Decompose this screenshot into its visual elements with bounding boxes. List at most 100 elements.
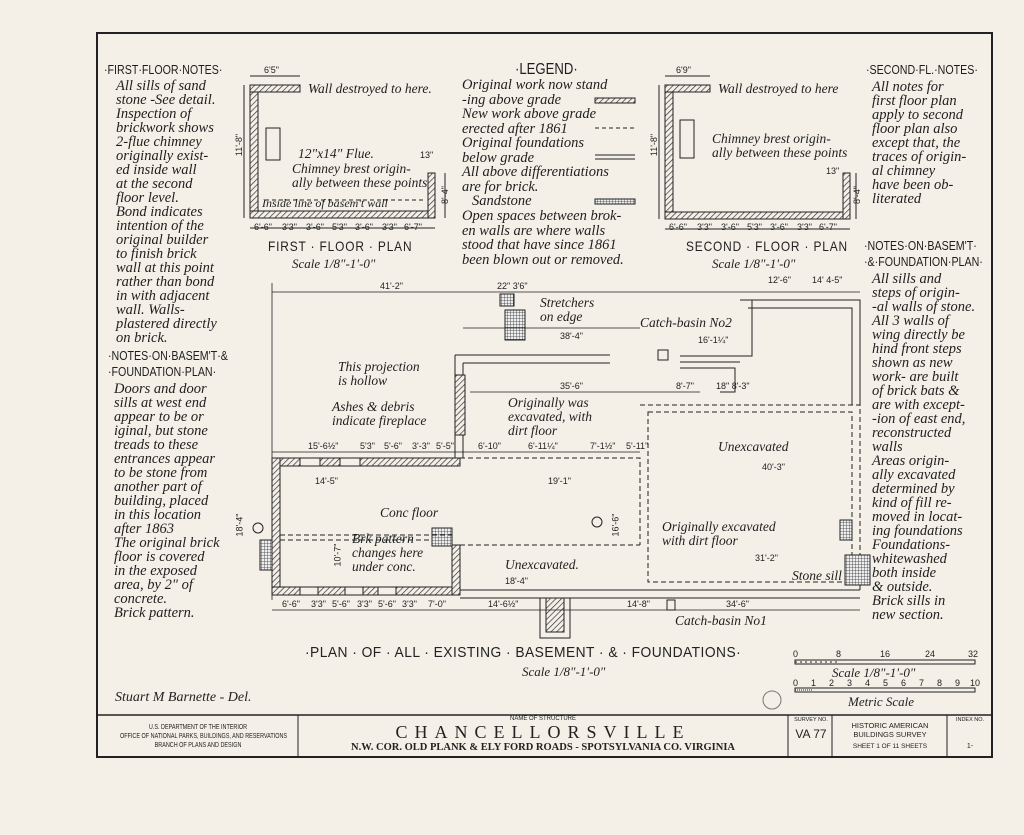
bp-dim: 10'-7" [332, 543, 343, 567]
second-floor-plan-title: SECOND · FLOOR · PLAN [686, 238, 849, 254]
scale-tick: 2 [829, 678, 835, 688]
scale-tick: 16 [880, 649, 891, 659]
bp-label-conc-floor: Conc floor [380, 505, 439, 520]
title-block-name-caption: NAME OF STRUCTURE [510, 716, 576, 722]
basement-notes-right-heading: ·NOTES·ON·BASEM'T· ·&·FOUNDATION·PLAN· [864, 238, 983, 269]
bp-dim: 3'3" [311, 599, 326, 609]
scale-tick: 7 [919, 678, 925, 688]
sheet-number: SHEET 1 OF 11 SHEETS [852, 743, 928, 750]
bp-dim: 18'-4" [234, 513, 245, 537]
program-name: HISTORIC AMERICAN BUILDINGS SURVEY [851, 721, 929, 739]
basement-notes-left-heading: ·NOTES·ON·BASEM'T·& ·FOUNDATION·PLAN· [108, 348, 228, 379]
ff-dim: 3'3" [282, 222, 297, 232]
first-floor-plan-walls [243, 75, 446, 229]
survey-no: VA 77 [795, 727, 827, 741]
scale-tick: 3 [847, 678, 853, 688]
bp-dim: 5'-6" [378, 599, 396, 609]
bp-dim: 22" 3'6" [497, 281, 528, 291]
bp-dim: 40'-3" [762, 462, 785, 472]
structure-name: CHANCELLORSVILLE [395, 722, 691, 742]
bp-dim: 6'-6" [282, 599, 300, 609]
second-floor-notes-heading: ·SECOND·FL.·NOTES· [866, 62, 978, 77]
imperial-scale-bar [794, 659, 976, 665]
bp-dim: 19'-1" [548, 476, 571, 486]
bp-label-stretchers: Stretchers on edge [540, 295, 595, 324]
sf-dim: 8'-4" [851, 186, 862, 204]
bp-label-catch-basin-2: Catch-basin No2 [640, 315, 732, 330]
bp-label-unexcavated: Unexcavated. [505, 557, 579, 572]
scale-tick: 5 [883, 678, 889, 688]
second-floor-plan-scale: Scale 1/8"-1'-0" [712, 256, 796, 271]
legend-swatch-foundations [595, 154, 635, 160]
bp-label-stone-sill: Stone sill [792, 568, 842, 583]
bp-dim: 7'-1½" [590, 441, 616, 451]
first-floor-plan-title: FIRST · FLOOR · PLAN [268, 238, 413, 254]
legend-swatch-sandstone [594, 198, 636, 205]
bp-dim: 16'-1¼" [698, 335, 729, 345]
legend-swatches [594, 97, 636, 205]
bp-dim: 5'-11" [626, 441, 649, 451]
sf-dim: 13" [826, 166, 840, 176]
sf-dim: 3'3" [697, 222, 712, 232]
scale-tick: 1 [811, 678, 817, 688]
metric-scale-label: Metric Scale [848, 694, 915, 709]
ff-dim: 6'-7" [404, 222, 422, 232]
first-floor-plan-scale: Scale 1/8"-1'-0" [292, 256, 376, 271]
sf-dim: 6'-6" [669, 222, 687, 232]
ff-dim: 13" [420, 150, 434, 160]
sf-dim: 11'-8" [649, 133, 660, 157]
survey-no-caption: SURVEY NO. [794, 717, 828, 723]
bp-label-originally-excavated-east: Originally excavated with dirt floor [662, 519, 776, 548]
sheet-border [96, 32, 993, 758]
scale-tick: 32 [968, 649, 979, 659]
bp-label-catch-basin-1: Catch-basin No1 [675, 613, 767, 628]
title-block-agency: U.S. DEPARTMENT OF THE INTERIOR OFFICE O… [120, 724, 288, 749]
bp-dim: 5'-6" [384, 441, 402, 451]
bp-dim: 5'-5" [436, 441, 454, 451]
ff-label-inside-line: Inside line of basem't wall [262, 196, 388, 210]
sf-dim: 3'-6" [770, 222, 788, 232]
delineator-signature: Stuart M Barnette - Del. [115, 690, 252, 705]
bp-dim: 18" 8'-3" [716, 381, 750, 391]
bp-dim: 14'-5" [315, 476, 338, 486]
scale-tick: 6 [901, 678, 907, 688]
bp-label-projection-hollow: This projection is hollow [338, 359, 420, 388]
bp-dim: 15'-6½" [308, 441, 339, 451]
ff-label-wall-destroyed: Wall destroyed to here. [308, 81, 432, 96]
bp-dim: 16'-6" [610, 513, 621, 537]
ff-dim: 3'-6" [355, 222, 373, 232]
bp-dim: 3'-3" [412, 441, 430, 451]
bp-dim: 5'-6" [332, 599, 350, 609]
sf-label-wall-destroyed: Wall destroyed to here [718, 81, 839, 96]
seal-icon [762, 690, 782, 710]
bp-dim: 35'-6" [560, 381, 583, 391]
legend-item-brick: All above differentiations are for brick… [462, 164, 609, 195]
ff-dim: 3'3" [382, 222, 397, 232]
ff-dim: 3'-6" [306, 222, 324, 232]
bp-label-brick-pattern: Brk pattern changes here under conc. [352, 531, 424, 574]
sf-label-chimney: Chimney brest origin- ally between these… [712, 131, 848, 160]
sf-dim: 5'3" [747, 222, 762, 232]
scale-tick: 24 [925, 649, 936, 659]
basement-notes-right-text: All sills and steps of origin- -al walls… [872, 271, 976, 623]
index-no-caption: INDEX NO. [955, 717, 985, 723]
bp-dim: 14'-6½" [488, 599, 519, 609]
bp-dim: 14'-8" [627, 599, 650, 609]
bp-dim: 38'-4" [560, 331, 583, 341]
legend-item-foundations: Original foundations below grade [462, 135, 585, 166]
scale-tick: 10 [970, 678, 981, 688]
legend-swatch-original-work [594, 97, 636, 104]
ff-dim: 6'-6" [254, 222, 272, 232]
bp-dim: 8'-7" [676, 381, 694, 391]
ff-dim: 5'3" [332, 222, 347, 232]
legend-heading: ·LEGEND· [515, 61, 578, 78]
sf-dim: 6'9" [676, 65, 691, 75]
legend-item-sandstone: Sandstone [472, 193, 532, 209]
bp-dim: 34'-6" [726, 599, 749, 609]
bp-dim: 5'3" [360, 441, 375, 451]
bp-dim: 3'3" [357, 599, 372, 609]
first-floor-notes-text: All sills of sand stone -See detail. Ins… [116, 78, 217, 346]
structure-location: N.W. COR. OLD PLANK & ELY FORD ROADS - S… [351, 742, 735, 753]
sf-dim: 3'-6" [721, 222, 739, 232]
